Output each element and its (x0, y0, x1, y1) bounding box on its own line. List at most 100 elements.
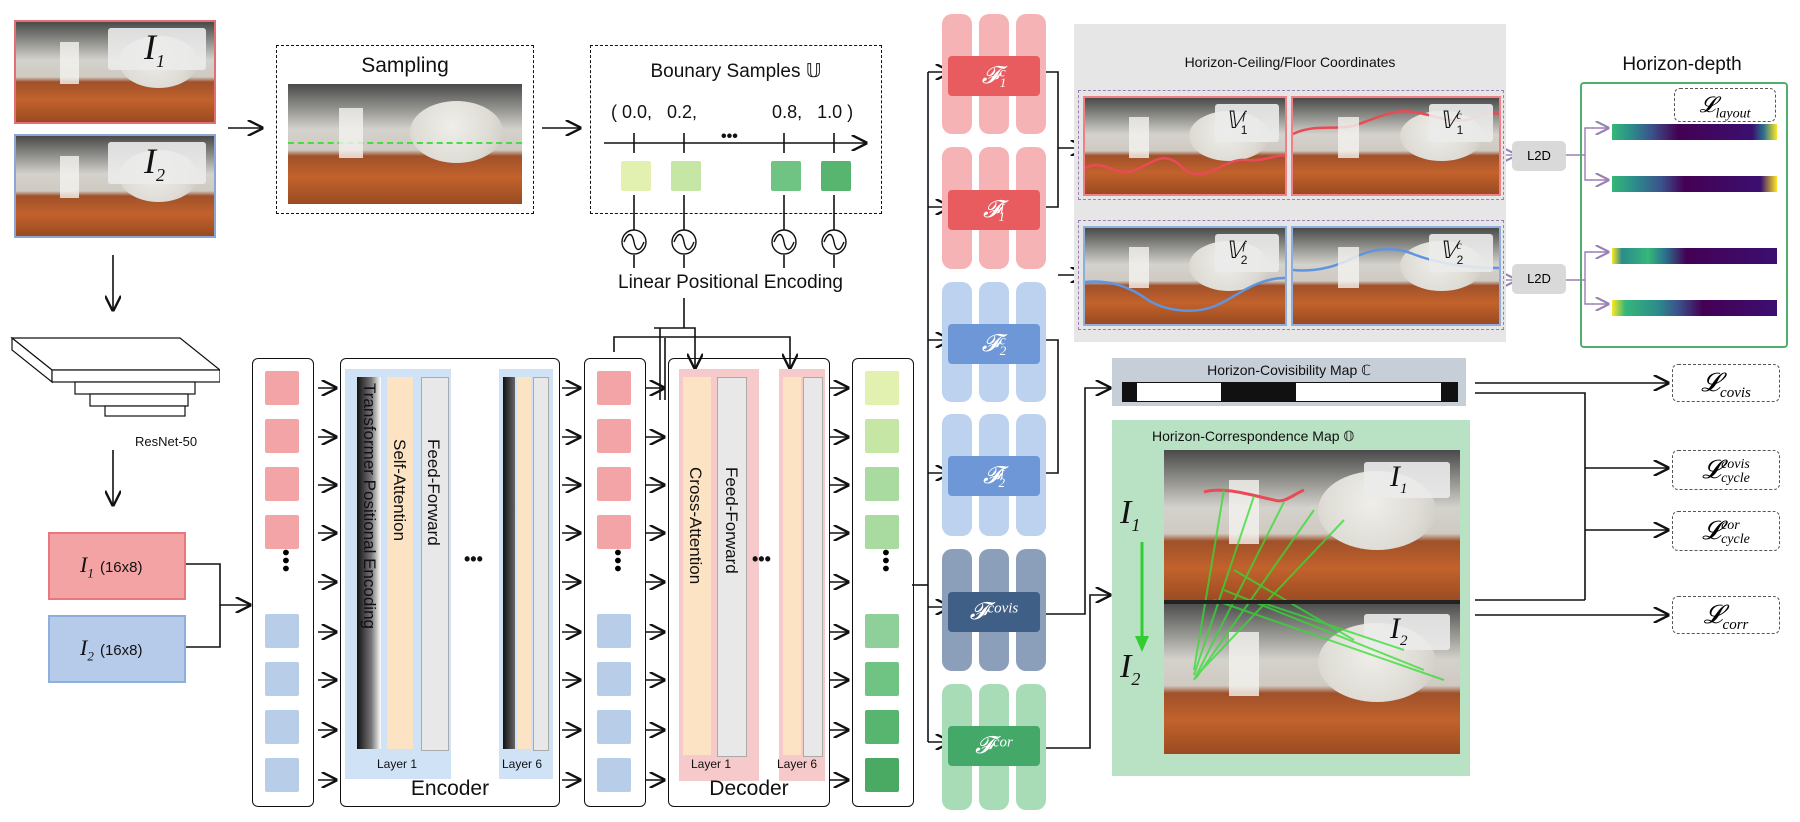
horizon-sample-line (288, 142, 522, 144)
covisibility-panel: Horizon-Covisibility Map ℂ (1112, 358, 1466, 406)
encoder-block: Transformer Positional Encoding Self-Att… (340, 358, 560, 807)
coord-image-v1f: 𝕍f1 (1083, 96, 1287, 196)
cross-attention-label: Cross-Attention (686, 467, 705, 585)
corr-image-2: I2 (1164, 602, 1460, 754)
encoder-layer6-label: Layer 6 (502, 757, 543, 771)
tpe-bar (357, 377, 381, 749)
coords-title: Horizon-Ceiling/Floor Coordinates (1184, 54, 1396, 70)
sampling-image (288, 84, 522, 204)
decoder-block: Cross-Attention Feed-Forward ••• Layer 1… (668, 358, 830, 807)
token (597, 467, 631, 501)
output-token-column: ••• (852, 358, 914, 807)
coord-image-v1c: 𝕍c1 (1291, 96, 1501, 196)
encoded-token-column: ••• (584, 358, 646, 807)
token-ellipsis: ••• (606, 549, 628, 574)
correspondence-panel: Horizon-Correspondence Map 𝕆 I1 I2 I1 I2 (1112, 420, 1470, 776)
token (265, 467, 299, 501)
cross-attention-bar-6 (783, 377, 801, 755)
feed-forward-label: Feed-Forward (424, 439, 443, 546)
head-correspondence: 𝓕cor (948, 726, 1040, 766)
loss-corr: 𝓛corr (1672, 596, 1780, 634)
cross-attention-bar (683, 377, 711, 755)
token-ellipsis: ••• (274, 549, 296, 574)
coords-group-2: 𝕍f2 𝕍c2 (1078, 220, 1504, 330)
boundary-sample-token (821, 161, 851, 191)
self-attention-label: Self-Attention (390, 439, 409, 542)
token (865, 662, 899, 696)
corr-i2-label: I2 (1120, 648, 1141, 689)
token (265, 710, 299, 744)
boundary-samples-title: Bounary Samples 𝕌 (650, 61, 822, 82)
dec-feed-forward-bar (717, 377, 747, 757)
covisibility-bar (1122, 382, 1458, 402)
self-attention-bar (387, 377, 413, 749)
depth-strip (1612, 300, 1777, 316)
token (597, 758, 631, 792)
horizon-depth-title: Horizon-depth (1622, 54, 1742, 75)
feature-box-1: I1 (16x8) (48, 532, 186, 600)
coords-panel: Horizon-Ceiling/Floor Coordinates 𝕍f1 𝕍c… (1074, 24, 1506, 342)
token (265, 662, 299, 696)
decoder-layer6-label: Layer 6 (777, 757, 818, 771)
token (265, 371, 299, 405)
corr-i1-label: I1 (1120, 494, 1141, 535)
feature-2-label: I2 (16x8) (80, 635, 143, 664)
feed-forward-bar-6 (533, 377, 549, 751)
token (865, 758, 899, 792)
head-f1-ceiling: 𝓕c1 (948, 56, 1040, 96)
l2d-box-1: L2D (1512, 141, 1566, 171)
head-f2-ceiling: 𝓕c2 (948, 324, 1040, 364)
corr-tag-2: I2 (1390, 612, 1408, 649)
boundary-sample-values: ( 0.0, 0.2, 0.8, 1.0 ) (611, 102, 854, 122)
covisibility-title: Horizon-Covisibility Map ℂ (1207, 362, 1371, 378)
token (265, 515, 299, 549)
input-image-2-label: I2 (144, 141, 165, 186)
token (597, 371, 631, 405)
v2c-label: 𝕍c2 (1439, 238, 1464, 267)
sampling-box: Sampling (276, 45, 534, 214)
feature-box-2: I2 (16x8) (48, 615, 186, 683)
v1f-label: 𝕍f1 (1225, 108, 1248, 137)
feed-forward-bar (421, 377, 449, 751)
decoder-layer1-label: Layer 1 (691, 757, 732, 771)
input-image-2: I2 (14, 134, 216, 238)
loss-layout: 𝓛layout (1674, 88, 1776, 122)
boundary-ellipsis: ••• (721, 128, 738, 145)
coords-group-1: 𝕍f1 𝕍c1 (1078, 90, 1504, 200)
head-f1-floor: 𝓕f1 (948, 190, 1040, 230)
coord-image-v2f: 𝕍f2 (1083, 226, 1287, 326)
head-covisibility: 𝓕covis (948, 592, 1040, 632)
boundary-sample-token (621, 161, 651, 191)
l2d-box-2: L2D (1512, 264, 1566, 294)
corr-image-1: I1 (1164, 450, 1460, 602)
token (597, 710, 631, 744)
sampling-title: Sampling (361, 54, 449, 77)
decoder-title: Decoder (709, 777, 789, 800)
resnet-label: ResNet-50 (135, 434, 198, 449)
token (865, 710, 899, 744)
token (865, 515, 899, 549)
tpe-bar-6 (503, 377, 515, 749)
boundary-sample-token (671, 161, 701, 191)
tpe-label: Transformer Positional Encoding (360, 383, 379, 629)
encoder-ellipsis: ••• (464, 549, 483, 569)
token (865, 467, 899, 501)
resnet-backbone (10, 336, 220, 417)
input-token-column: ••• (252, 358, 314, 807)
boundary-samples-box: Bounary Samples 𝕌 ( 0.0, 0.2, 0.8, 1.0 )… (590, 45, 882, 214)
v2f-label: 𝕍f2 (1225, 238, 1248, 267)
token (265, 419, 299, 453)
depth-strip (1612, 124, 1777, 140)
head-f2-floor: 𝓕f2 (948, 456, 1040, 496)
corr-tag-1: I1 (1390, 460, 1408, 497)
token (597, 419, 631, 453)
horizon-depth-panel: 𝓛layout (1580, 82, 1788, 348)
token-ellipsis: ••• (874, 549, 896, 574)
depth-strip (1612, 176, 1777, 192)
token (597, 614, 631, 648)
dec-feed-forward-label: Feed-Forward (722, 467, 741, 574)
encoder-layer1-label: Layer 1 (377, 757, 418, 771)
